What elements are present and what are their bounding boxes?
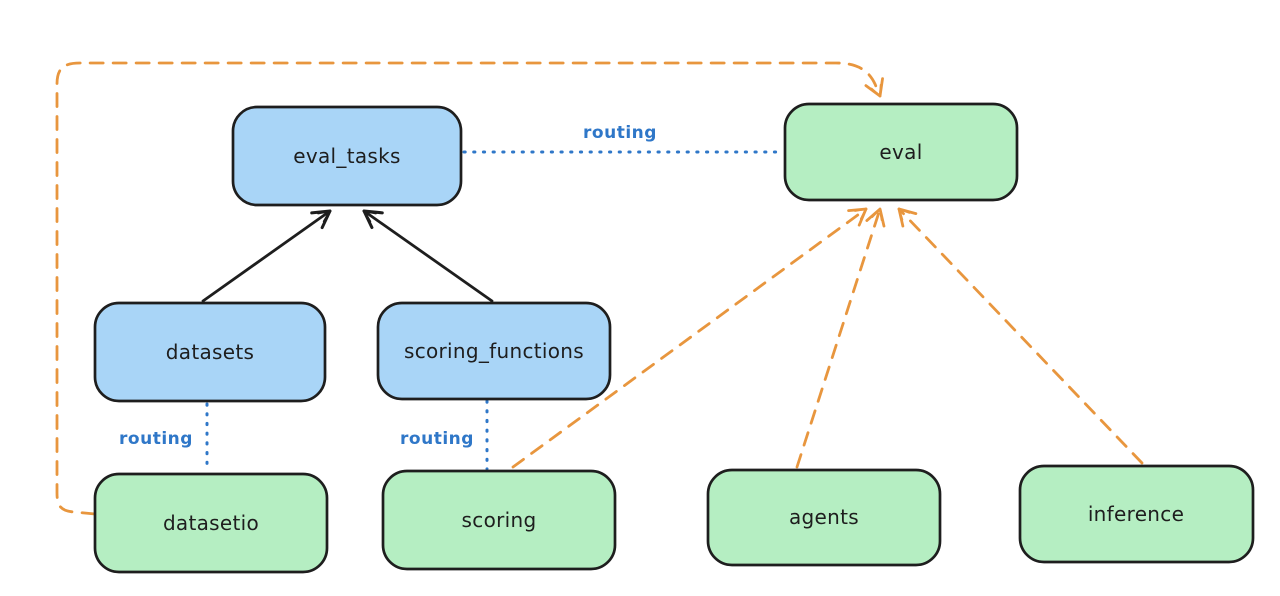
node-agents-label: agents xyxy=(789,505,859,529)
node-datasets-box xyxy=(93,301,327,403)
routing-label-top: routing xyxy=(583,123,657,143)
node-datasetio-label: datasetio xyxy=(163,511,259,535)
node-agents[interactable]: agents xyxy=(706,468,942,567)
node-inference[interactable]: inference xyxy=(1018,464,1255,564)
node-eval-tasks-label: eval_tasks xyxy=(293,144,400,168)
node-scoring-functions-label: scoring_functions xyxy=(404,339,584,363)
node-inference-box xyxy=(1018,464,1255,564)
edge-inference-to-eval[interactable] xyxy=(897,207,1144,465)
edge-datasets-to-eval-tasks[interactable] xyxy=(201,209,332,303)
node-inference-label: inference xyxy=(1088,502,1184,526)
node-scoring[interactable]: scoring xyxy=(381,469,617,571)
edge-datasetio-to-eval[interactable] xyxy=(55,61,884,516)
edge-agents-to-eval[interactable] xyxy=(795,207,886,469)
node-eval[interactable]: eval xyxy=(783,102,1019,202)
routing-label-datasets: routing xyxy=(119,429,193,449)
node-datasets[interactable]: datasets xyxy=(93,301,327,403)
node-datasets-label: datasets xyxy=(166,340,254,364)
routing-label-scoring-functions: routing xyxy=(400,429,474,449)
edges-layer xyxy=(55,61,1144,516)
node-eval-tasks[interactable]: eval_tasks xyxy=(231,105,463,207)
edge-labels-layer: routing routing routing xyxy=(119,123,657,449)
node-scoring-label: scoring xyxy=(462,508,537,532)
node-eval-tasks-box xyxy=(231,105,463,207)
node-eval-label: eval xyxy=(879,140,922,164)
node-scoring-functions[interactable]: scoring_functions xyxy=(376,301,612,401)
node-agents-box xyxy=(706,468,942,567)
edge-scoring-functions-to-eval-tasks[interactable] xyxy=(362,209,494,303)
node-eval-box xyxy=(783,102,1019,202)
node-datasetio-box xyxy=(93,472,329,574)
node-scoring-box xyxy=(381,469,617,571)
node-scoring-functions-box xyxy=(376,301,612,401)
node-datasetio[interactable]: datasetio xyxy=(93,472,329,574)
edge-scoring-to-eval[interactable] xyxy=(511,207,868,469)
